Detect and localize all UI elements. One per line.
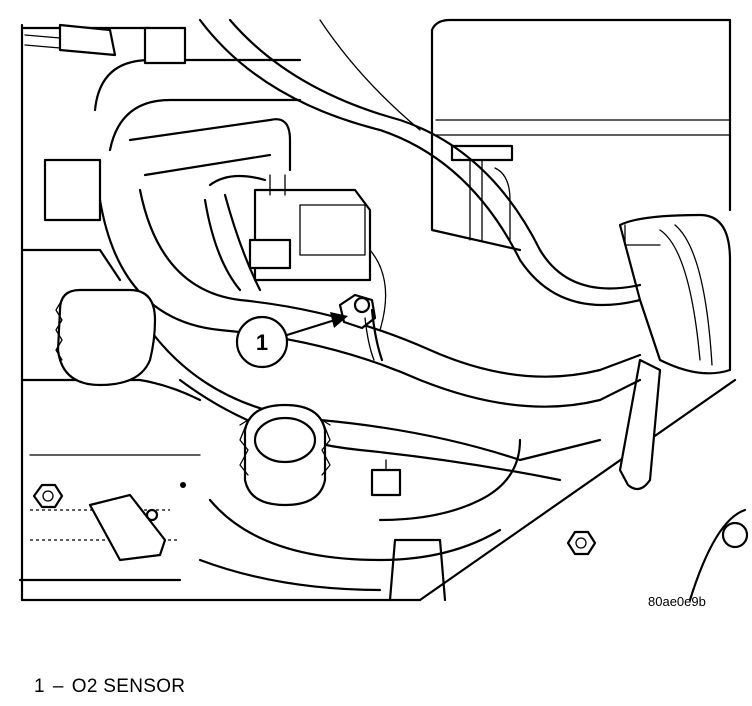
o2-sensor	[338, 293, 384, 362]
legend: 1–O2 SENSOR	[34, 676, 185, 698]
bolts	[32, 483, 597, 556]
left-components	[20, 23, 202, 456]
legend-number: 1	[34, 676, 45, 697]
callout-leader	[285, 318, 337, 337]
callout-1: 1	[235, 312, 348, 369]
intake-tube	[618, 213, 732, 491]
callout-circle	[235, 315, 289, 369]
callout-arrowhead	[330, 312, 348, 328]
right-edge-part	[688, 508, 749, 602]
hose-clamp	[370, 459, 402, 497]
lower-hoses	[18, 438, 522, 602]
connector-harness	[203, 174, 387, 331]
figure-id: 80ae0e9b	[648, 594, 706, 609]
callout-number: 1	[256, 330, 268, 355]
filler-cap-bottom	[239, 403, 331, 507]
filler-cap-left	[55, 288, 157, 387]
bracket-lower-left	[88, 482, 186, 562]
legend-separator: –	[52, 676, 64, 697]
air-box	[430, 18, 732, 252]
legend-label: O2 SENSOR	[71, 676, 186, 697]
upper-hoses	[93, 18, 642, 307]
